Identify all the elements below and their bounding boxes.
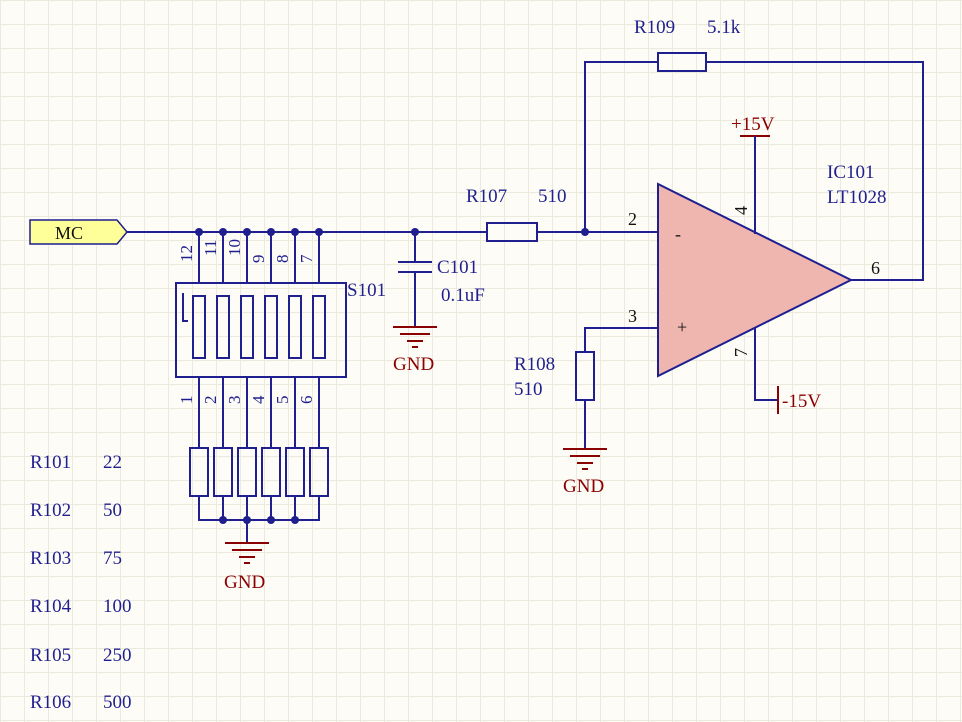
opamp-plus-sign: + bbox=[677, 317, 687, 337]
resistor-r103[interactable] bbox=[237, 447, 257, 497]
ground-symbol-r108 bbox=[563, 448, 607, 470]
resistor-r107[interactable] bbox=[486, 222, 538, 242]
ground-symbol-bank bbox=[225, 542, 269, 564]
r109-designator: R109 bbox=[634, 17, 675, 38]
resistor-r104[interactable] bbox=[261, 447, 281, 497]
feedback-wire-right bbox=[705, 61, 924, 281]
opamp-pin-inv: 2 bbox=[628, 209, 637, 229]
resistor-r105[interactable] bbox=[285, 447, 305, 497]
table-value: 500 bbox=[103, 692, 132, 713]
net-port-label: MC bbox=[55, 223, 83, 243]
ground-label: GND bbox=[393, 354, 434, 375]
r109-value: 5.1k bbox=[707, 17, 741, 38]
resistor-r108[interactable] bbox=[575, 351, 595, 401]
opamp-designator: IC101 bbox=[827, 162, 875, 183]
switch-top-pins bbox=[198, 232, 320, 283]
feedback-wire-left bbox=[584, 61, 659, 233]
pin-number: 6 bbox=[297, 396, 316, 405]
pin-number: 4 bbox=[249, 395, 268, 404]
ground-symbol-capacitor bbox=[393, 326, 437, 348]
pin-number: 5 bbox=[273, 396, 292, 405]
switch-orientation-mark bbox=[182, 293, 188, 322]
capacitor-designator: C101 bbox=[437, 257, 478, 278]
pin-number: 2 bbox=[201, 396, 220, 405]
r107-designator: R107 bbox=[466, 186, 507, 207]
resistor-r106[interactable] bbox=[309, 447, 329, 497]
resistor-r109[interactable] bbox=[657, 52, 707, 72]
pin-number: 9 bbox=[249, 255, 268, 264]
table-designator: R106 bbox=[30, 692, 71, 713]
pin-number: 12 bbox=[177, 245, 196, 262]
opamp-pin-vplus: 4 bbox=[731, 206, 751, 215]
switch-bottom-pins bbox=[198, 377, 320, 448]
pin-number: 7 bbox=[297, 254, 316, 263]
switch-levers bbox=[182, 293, 326, 359]
table-value: 250 bbox=[103, 645, 132, 666]
opamp-vminus-pin bbox=[754, 328, 778, 401]
junction-dots bbox=[195, 228, 589, 524]
table-designator: R105 bbox=[30, 645, 71, 666]
switch-body[interactable] bbox=[175, 282, 347, 378]
switch-bottom-pin-numbers: 1 2 3 4 5 6 bbox=[177, 395, 316, 404]
opamp-pin-out: 6 bbox=[871, 258, 880, 278]
switch-lever bbox=[240, 295, 254, 359]
table-value: 75 bbox=[103, 548, 122, 569]
opamp-pin-vminus: 7 bbox=[731, 348, 751, 357]
resistor-bank bbox=[189, 447, 329, 543]
switch-lever bbox=[192, 295, 206, 359]
ground-label: GND bbox=[224, 572, 265, 593]
resistor-r102[interactable] bbox=[213, 447, 233, 497]
capacitor-value: 0.1uF bbox=[441, 285, 485, 306]
switch-lever bbox=[312, 295, 326, 359]
power-positive-label: +15V bbox=[731, 114, 775, 135]
r108-designator: R108 bbox=[514, 354, 555, 375]
table-designator: R103 bbox=[30, 548, 71, 569]
resistor-value-table: R101 22 R102 50 R103 75 R104 100 R105 25… bbox=[30, 452, 132, 713]
pin-number: 11 bbox=[201, 240, 220, 256]
resistor-r101[interactable] bbox=[189, 447, 209, 497]
pin-number: 3 bbox=[225, 396, 244, 405]
pin-number: 10 bbox=[225, 239, 244, 256]
opamp-pin-noninv: 3 bbox=[628, 306, 637, 326]
switch-lever bbox=[288, 295, 302, 359]
ground-label: GND bbox=[563, 476, 604, 497]
table-designator: R102 bbox=[30, 500, 71, 521]
table-designator: R101 bbox=[30, 452, 71, 473]
r108-value: 510 bbox=[514, 379, 543, 400]
table-value: 22 bbox=[103, 452, 122, 473]
net-port-mc[interactable] bbox=[29, 219, 128, 245]
opamp-minus-sign: - bbox=[675, 224, 681, 244]
opamp-part-number: LT1028 bbox=[827, 187, 886, 208]
table-value: 100 bbox=[103, 596, 132, 617]
r107-value: 510 bbox=[538, 186, 567, 207]
pin-number: 1 bbox=[177, 396, 196, 405]
switch-top-pin-numbers: 12 11 10 9 8 7 bbox=[177, 239, 316, 263]
switch-lever bbox=[264, 295, 278, 359]
noninverting-input-wire bbox=[584, 327, 659, 353]
table-value: 50 bbox=[103, 500, 122, 521]
power-negative-label: -15V bbox=[782, 391, 821, 412]
pin-number: 8 bbox=[273, 255, 292, 264]
switch-lever bbox=[216, 295, 230, 359]
table-designator: R104 bbox=[30, 596, 72, 617]
switch-designator: S101 bbox=[347, 280, 386, 301]
